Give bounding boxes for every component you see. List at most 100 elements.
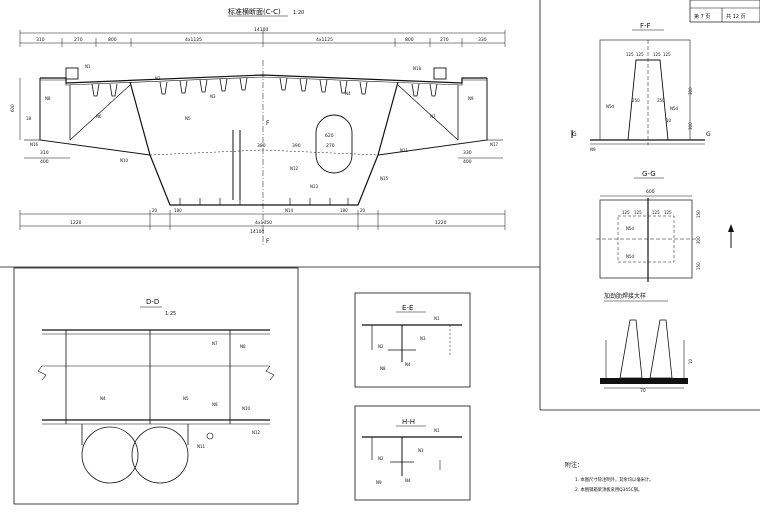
dd-label-n8: N8	[240, 344, 246, 349]
title-block-cell1: 第 7 页	[694, 13, 710, 20]
center-dim-4: 270	[326, 143, 335, 149]
gg-side-dim-2: 300	[696, 236, 701, 244]
ff-marker-right: G	[706, 131, 711, 138]
ff-dim-4: 125	[663, 52, 671, 57]
left-dim-1: 310	[40, 150, 49, 156]
gg-dim-4: 125	[664, 210, 672, 215]
right-parapet	[433, 67, 447, 80]
detail-dim-1: 10	[688, 358, 693, 364]
bottom-dim-right: 1220	[435, 220, 447, 226]
dd-label-n10: N10	[242, 406, 251, 411]
ff-dim-2: 125	[636, 52, 644, 57]
label-n5: N5	[185, 116, 191, 121]
ff-label-3: N9	[590, 147, 596, 152]
bottom-total: 14100	[250, 229, 264, 235]
gg-top-dim: 600	[646, 189, 655, 195]
hh-section: H-H N1 N2 N3 N4 N9	[362, 418, 462, 485]
notes: 附注： 1. 本图尺寸除注明外，其余均以毫米计。 2. 本图钢箱梁顶板采用Q34…	[565, 461, 654, 493]
label-n15: N15	[380, 176, 389, 181]
label-n2: N2	[155, 76, 161, 81]
marker-F-bottom: F	[266, 238, 270, 245]
ff-dim-8: 300	[688, 122, 693, 130]
ff-dim-5: 250	[632, 98, 640, 103]
ee-frame	[354, 292, 471, 388]
dd-detail-callout	[206, 432, 214, 440]
hh-label-n9: N9	[376, 480, 382, 485]
ee-label-n8: N8	[380, 366, 386, 371]
main-section: 标准横断面(C-C) 1:20 310 270 800 4x1125 4x112…	[10, 7, 506, 245]
bottom-dim-center: 4x1050	[255, 220, 272, 226]
top-dim-5: 4x1125	[316, 37, 333, 43]
dd-label-n4: N4	[100, 396, 106, 401]
gg-dim-1: 125	[622, 210, 630, 215]
gg-side-dim-1: 150	[696, 210, 701, 218]
dd-scale: 1:25	[165, 311, 176, 317]
center-dim-3: 620	[325, 133, 334, 139]
dd-label-n9: N9	[212, 402, 218, 407]
ee-label-n4: N4	[405, 362, 411, 367]
hh-title: H-H	[402, 418, 415, 426]
top-dim-3: 800	[108, 37, 117, 43]
gg-dim-2: 125	[634, 210, 642, 215]
left-parapet	[65, 67, 79, 80]
ff-dim-3: 125	[653, 52, 661, 57]
label-n16: N16	[30, 142, 39, 147]
dd-label-n7: N7	[212, 341, 218, 346]
notes-item-1: 1. 本图尺寸除注明外，其余均以毫米计。	[575, 476, 654, 483]
top-dim-1: 310	[36, 37, 45, 43]
ff-dim-1: 125	[626, 52, 634, 57]
bottom-small-3: 20	[360, 208, 366, 213]
label-n14: N14	[285, 208, 294, 213]
title-block: 第 7 页 共 12 页	[689, 0, 760, 23]
ee-label-n3: N3	[420, 336, 426, 341]
hh-label-n1: N1	[434, 428, 440, 433]
weld-detail: 加劲肋焊接大样 10 70	[600, 292, 693, 394]
left-height-small: 18	[26, 116, 32, 121]
ee-title: E-E	[402, 304, 413, 312]
gg-dim-3: 125	[652, 210, 660, 215]
label-n10: N10	[120, 158, 129, 163]
dd-section: D-D 1:25 N4 N5 N7 N8 N9 N10 N11	[37, 298, 275, 484]
bottom-dim-left: 1220	[70, 220, 82, 226]
gg-label-1: N5d	[626, 226, 635, 231]
top-dim-8: 330	[478, 37, 487, 43]
notes-heading: 附注：	[565, 461, 583, 469]
label-n1: N1	[85, 64, 91, 69]
ff-section: F-F 125 125 125 125 250 250 300 300 10 N…	[571, 22, 711, 152]
label-n17: N17	[490, 142, 499, 147]
right-dim-2: 400	[463, 159, 472, 165]
u-ribs	[91, 77, 438, 97]
bottom-small-4: 180	[340, 208, 348, 213]
detail-dim-2: 70	[640, 388, 646, 394]
bottom-small-1: 20	[152, 208, 158, 213]
hh-frame	[354, 405, 471, 501]
label-n3: N3	[210, 94, 216, 99]
top-dim-7: 270	[440, 37, 449, 43]
label-n6: N6	[96, 114, 102, 119]
dd-label-n5: N5	[183, 396, 189, 401]
dd-title: D-D	[146, 298, 159, 306]
ff-title: F-F	[640, 22, 651, 30]
label-n12: N12	[290, 166, 299, 171]
main-section-scale: 1:20	[293, 10, 304, 16]
gg-label-2: N5d	[626, 254, 635, 259]
dd-label-n11: N11	[197, 444, 206, 449]
label-n9: N9	[468, 96, 474, 101]
label-n8: N8	[45, 96, 51, 101]
ff-label-2: N5d	[670, 106, 679, 111]
detail-base-plate	[600, 378, 688, 384]
hh-label-n3: N3	[418, 448, 424, 453]
left-dim-2: 400	[40, 159, 49, 165]
detail-title: 加劲肋焊接大样	[604, 292, 646, 300]
top-dim-6: 800	[405, 37, 414, 43]
left-height: 600	[10, 104, 15, 112]
label-n11: N11	[400, 148, 409, 153]
center-dim-2: 390	[292, 143, 301, 149]
label-n4: N4	[345, 91, 351, 96]
dd-label-n12: N12	[252, 430, 261, 435]
ee-label-n1: N1	[434, 316, 440, 321]
overall-width: 14100	[254, 27, 268, 33]
label-n18: N18	[413, 66, 422, 71]
marker-F-top: F	[266, 120, 270, 127]
